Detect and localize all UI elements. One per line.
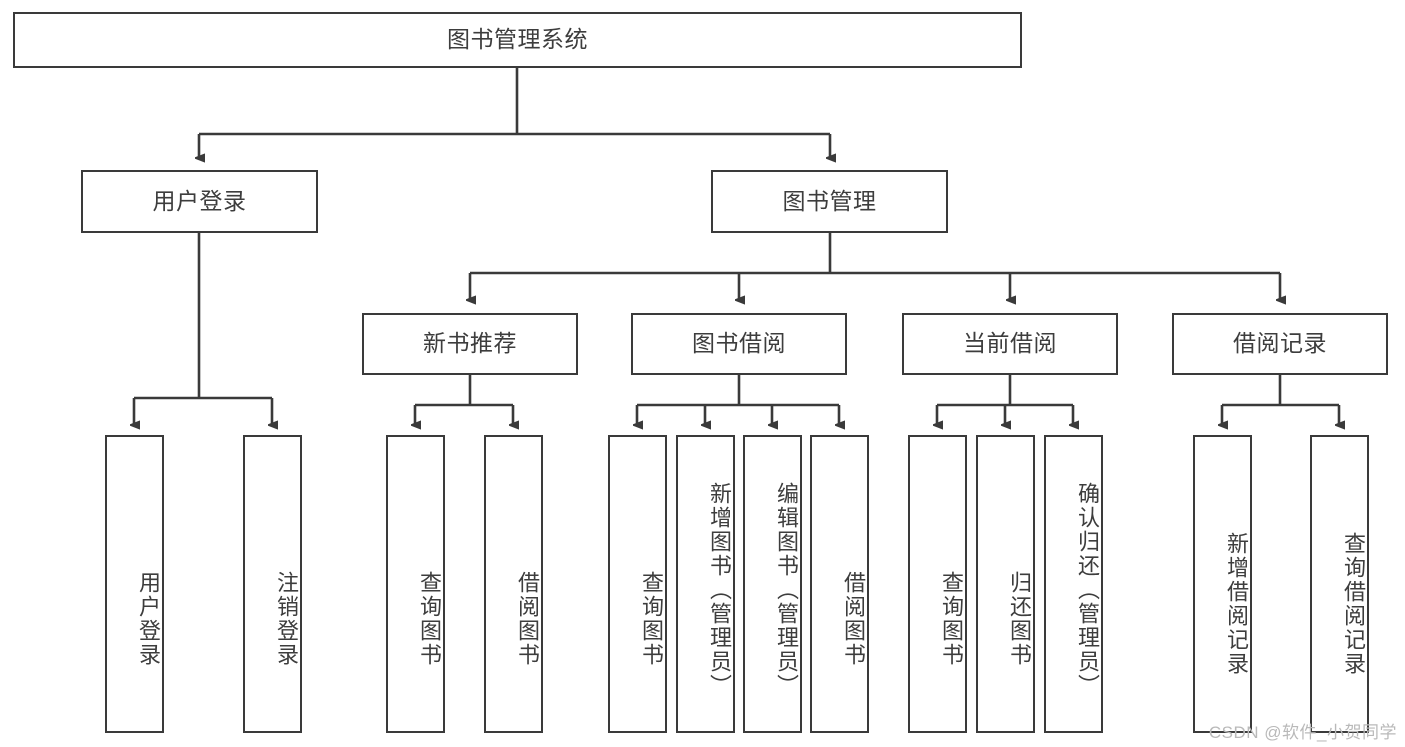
node-label: 新增借阅记录 (1224, 532, 1249, 676)
node-label: 用户登录 (152, 187, 247, 214)
node-label: 图书管理系统 (447, 26, 588, 53)
node-label: 借阅图书 (841, 571, 866, 667)
node-root-book-management-system[interactable]: 图书管理系统 (13, 12, 1022, 68)
node-current-borrow[interactable]: 当前借阅 (902, 313, 1118, 375)
leaf-current-borrow-confirm-return-admin[interactable]: 确认归还（管理员） (1044, 435, 1103, 733)
node-label: 查询图书 (939, 571, 964, 667)
leaf-new-book-borrow-book[interactable]: 借阅图书 (484, 435, 543, 733)
leaf-user-login-login[interactable]: 用户登录 (105, 435, 164, 733)
watermark-text: CSDN @软件_小贺同学 (1208, 723, 1397, 742)
node-label: 借阅图书 (515, 571, 540, 667)
leaf-book-borrow-query-book[interactable]: 查询图书 (608, 435, 667, 733)
node-label: 查询借阅记录 (1341, 532, 1366, 676)
leaf-book-borrow-edit-book-admin[interactable]: 编辑图书（管理员） (743, 435, 802, 733)
node-borrow-record[interactable]: 借阅记录 (1172, 313, 1388, 375)
node-label: 注销登录 (274, 571, 299, 667)
leaf-borrow-record-query-record[interactable]: 查询借阅记录 (1310, 435, 1369, 733)
node-label: 当前借阅 (963, 330, 1057, 357)
node-label: 用户登录 (136, 571, 161, 667)
leaf-borrow-record-add-record[interactable]: 新增借阅记录 (1193, 435, 1252, 733)
node-user-login[interactable]: 用户登录 (81, 170, 318, 233)
node-label: 图书借阅 (692, 330, 786, 357)
node-label: 图书管理 (782, 187, 877, 214)
leaf-current-borrow-return-book[interactable]: 归还图书 (976, 435, 1035, 733)
leaf-user-login-logout[interactable]: 注销登录 (243, 435, 302, 733)
node-label: 归还图书 (1007, 571, 1032, 667)
node-new-book-recommend[interactable]: 新书推荐 (362, 313, 578, 375)
leaf-book-borrow-add-book-admin[interactable]: 新增图书（管理员） (676, 435, 735, 733)
node-label: 确认归还（管理员） (1075, 482, 1100, 698)
leaf-book-borrow-borrow-book[interactable]: 借阅图书 (810, 435, 869, 733)
node-book-borrow[interactable]: 图书借阅 (631, 313, 847, 375)
node-label: 查询图书 (417, 571, 442, 667)
node-label: 编辑图书（管理员） (774, 482, 799, 698)
node-book-management[interactable]: 图书管理 (711, 170, 948, 233)
leaf-new-book-query-book[interactable]: 查询图书 (386, 435, 445, 733)
node-label: 新增图书（管理员） (707, 482, 732, 698)
leaf-current-borrow-query-book[interactable]: 查询图书 (908, 435, 967, 733)
node-label: 查询图书 (639, 571, 664, 667)
node-label: 借阅记录 (1233, 330, 1327, 357)
node-label: 新书推荐 (423, 330, 517, 357)
